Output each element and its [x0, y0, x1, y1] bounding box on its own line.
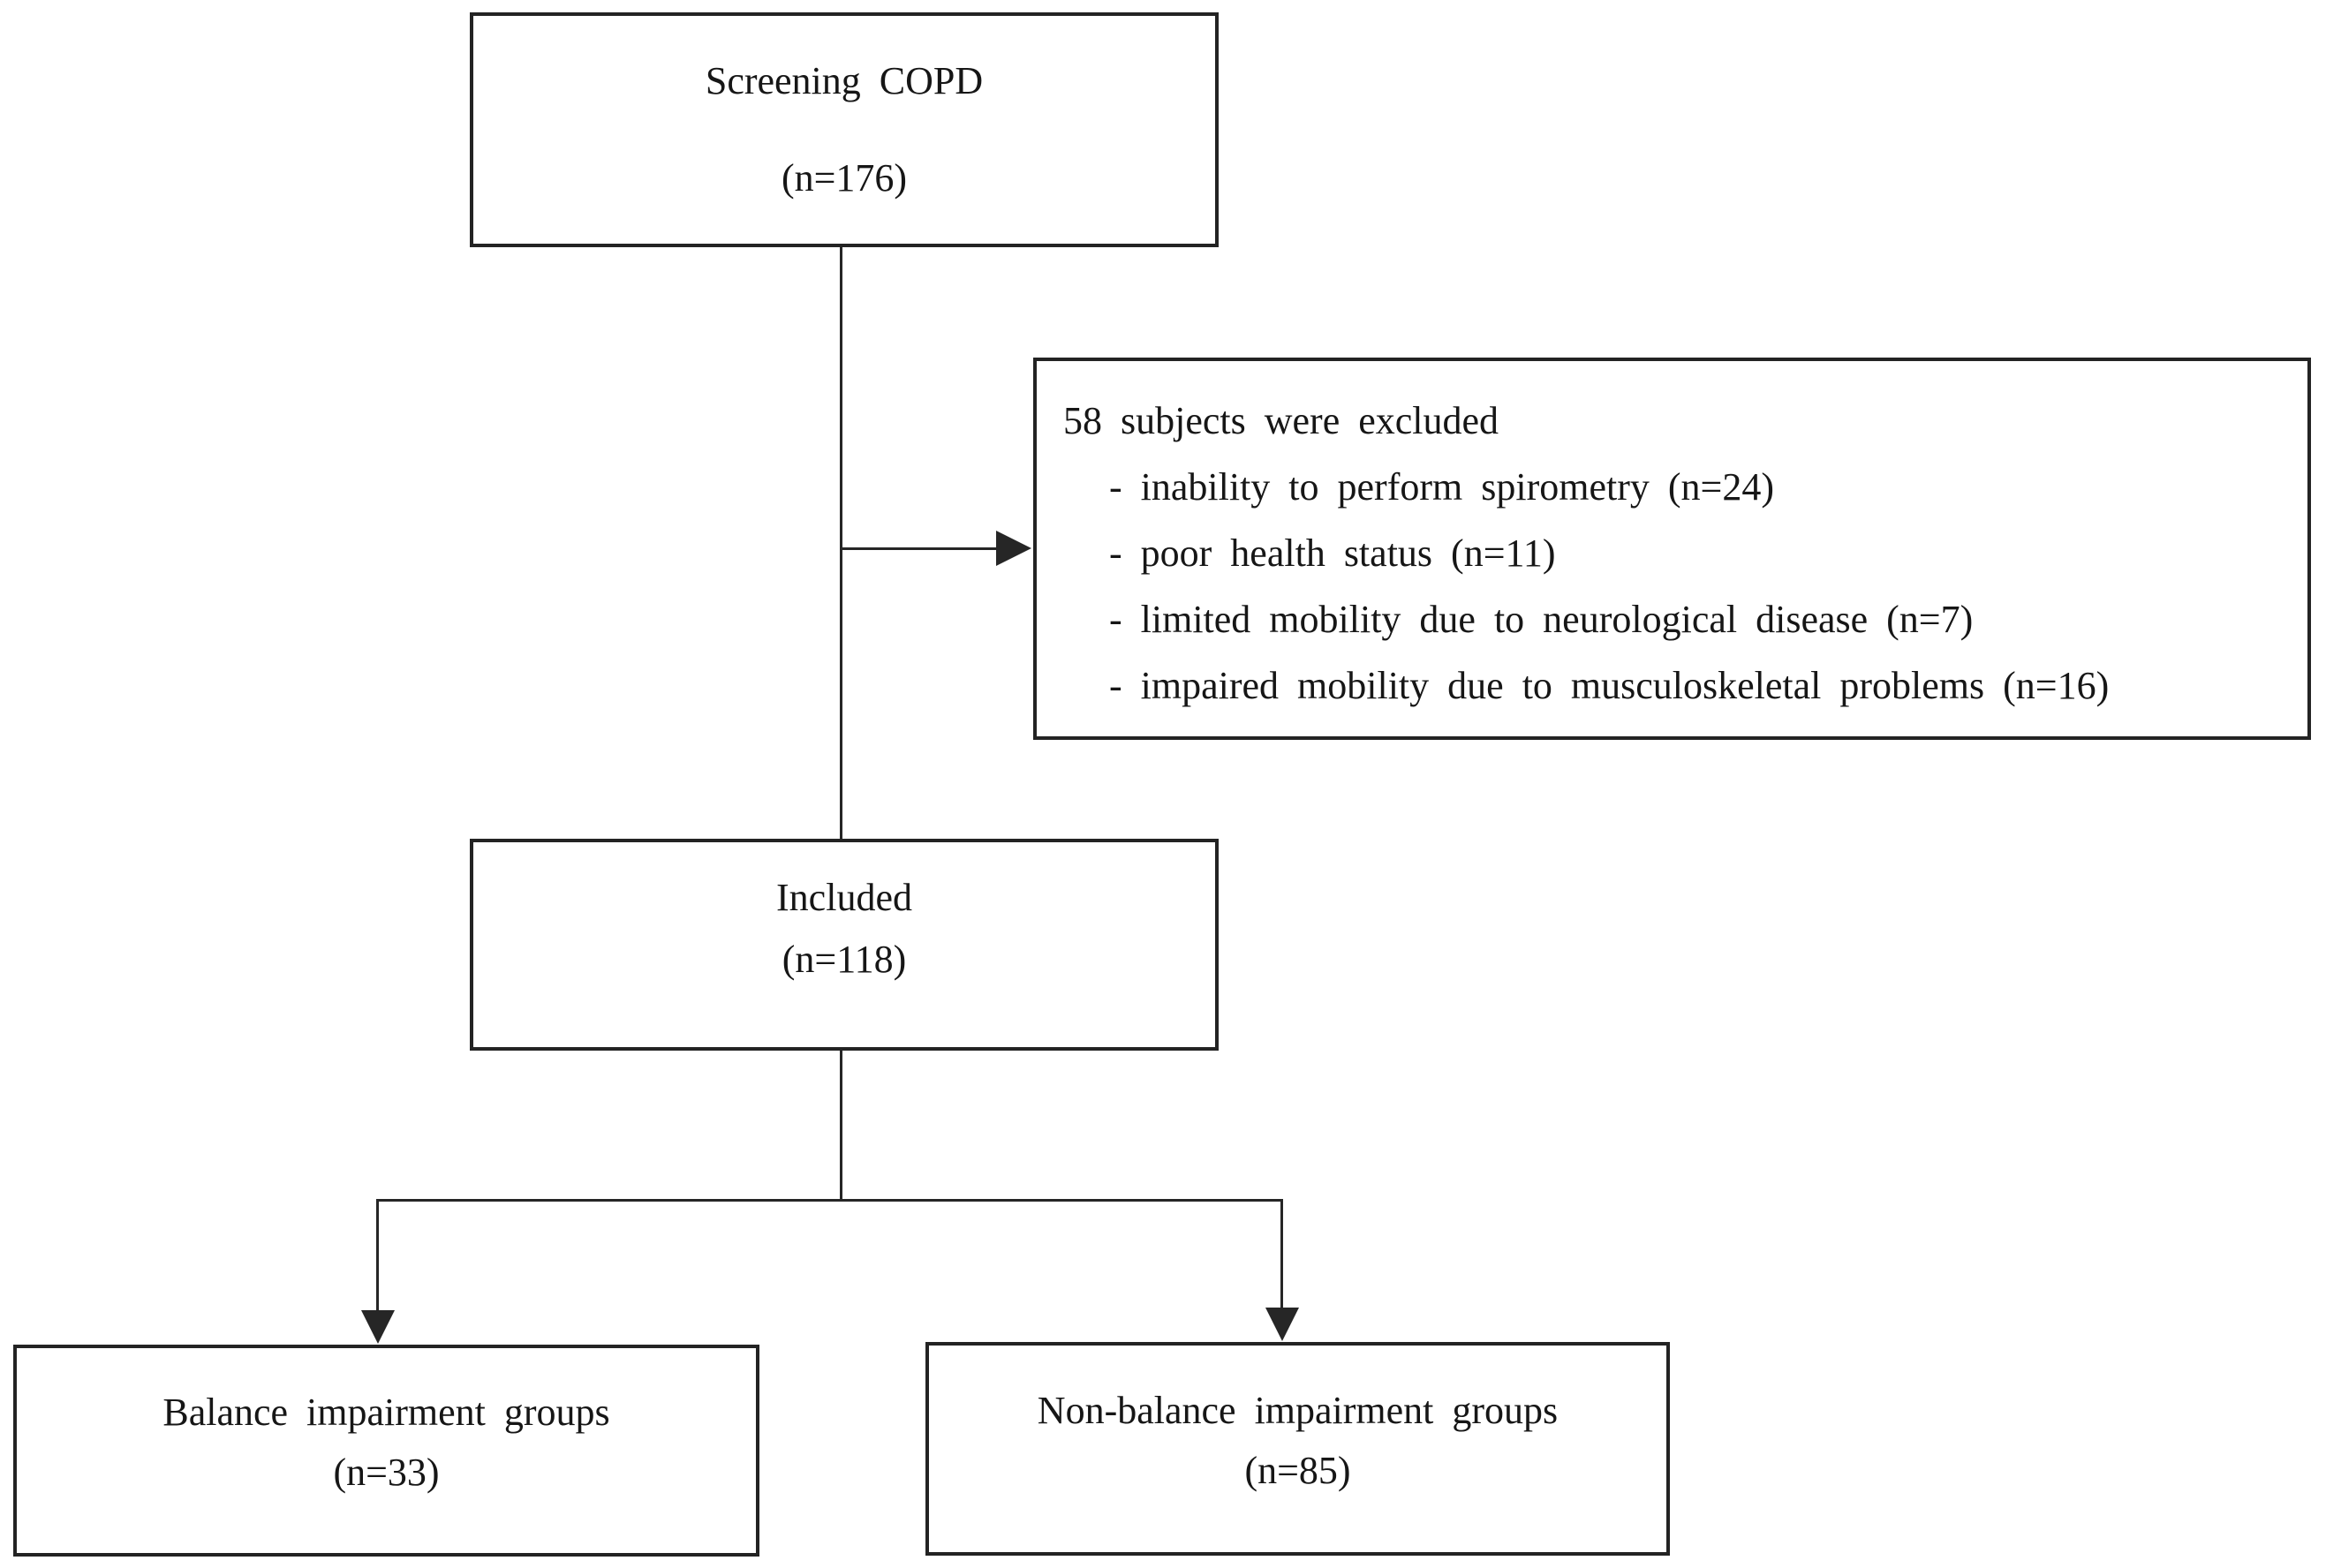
screening-count: (n=176) [781, 156, 908, 200]
excluded-title: 58 subjects were excluded [1063, 399, 1499, 442]
excluded-item: - limited mobility due to neurological d… [1109, 598, 1974, 641]
included-count: (n=118) [782, 938, 907, 981]
nonbalance-group-count: (n=85) [1244, 1449, 1351, 1492]
included-label: Included [776, 876, 912, 919]
branch-right-line [1280, 1199, 1283, 1309]
excluded-item: - inability to perform spirometry (n=24) [1109, 465, 1774, 509]
balance-group-count: (n=33) [333, 1451, 440, 1494]
screening-label: Screening COPD [705, 59, 984, 102]
connector-screening-included [840, 247, 842, 839]
balance-group-label: Balance impairment groups [162, 1391, 610, 1434]
connector-included-branch [840, 1051, 842, 1201]
arrow-down-icon [1265, 1308, 1299, 1341]
excluded-box: 58 subjects were excluded - inability to… [1033, 358, 2311, 740]
branch-line [376, 1199, 1283, 1202]
excluded-item: - poor health status (n=11) [1109, 531, 1556, 575]
balance-group-box: Balance impairment groups (n=33) [13, 1345, 759, 1557]
included-box: Included (n=118) [470, 839, 1219, 1051]
excluded-item: - impaired mobility due to musculoskelet… [1109, 664, 2110, 707]
nonbalance-group-label: Non-balance impairment groups [1037, 1389, 1559, 1432]
connector-to-excluded [842, 547, 998, 550]
nonbalance-group-box: Non-balance impairment groups (n=85) [925, 1342, 1670, 1556]
arrow-down-icon [361, 1310, 395, 1344]
arrow-right-icon [996, 531, 1031, 566]
branch-left-line [376, 1199, 379, 1312]
screening-box: Screening COPD (n=176) [470, 12, 1219, 247]
